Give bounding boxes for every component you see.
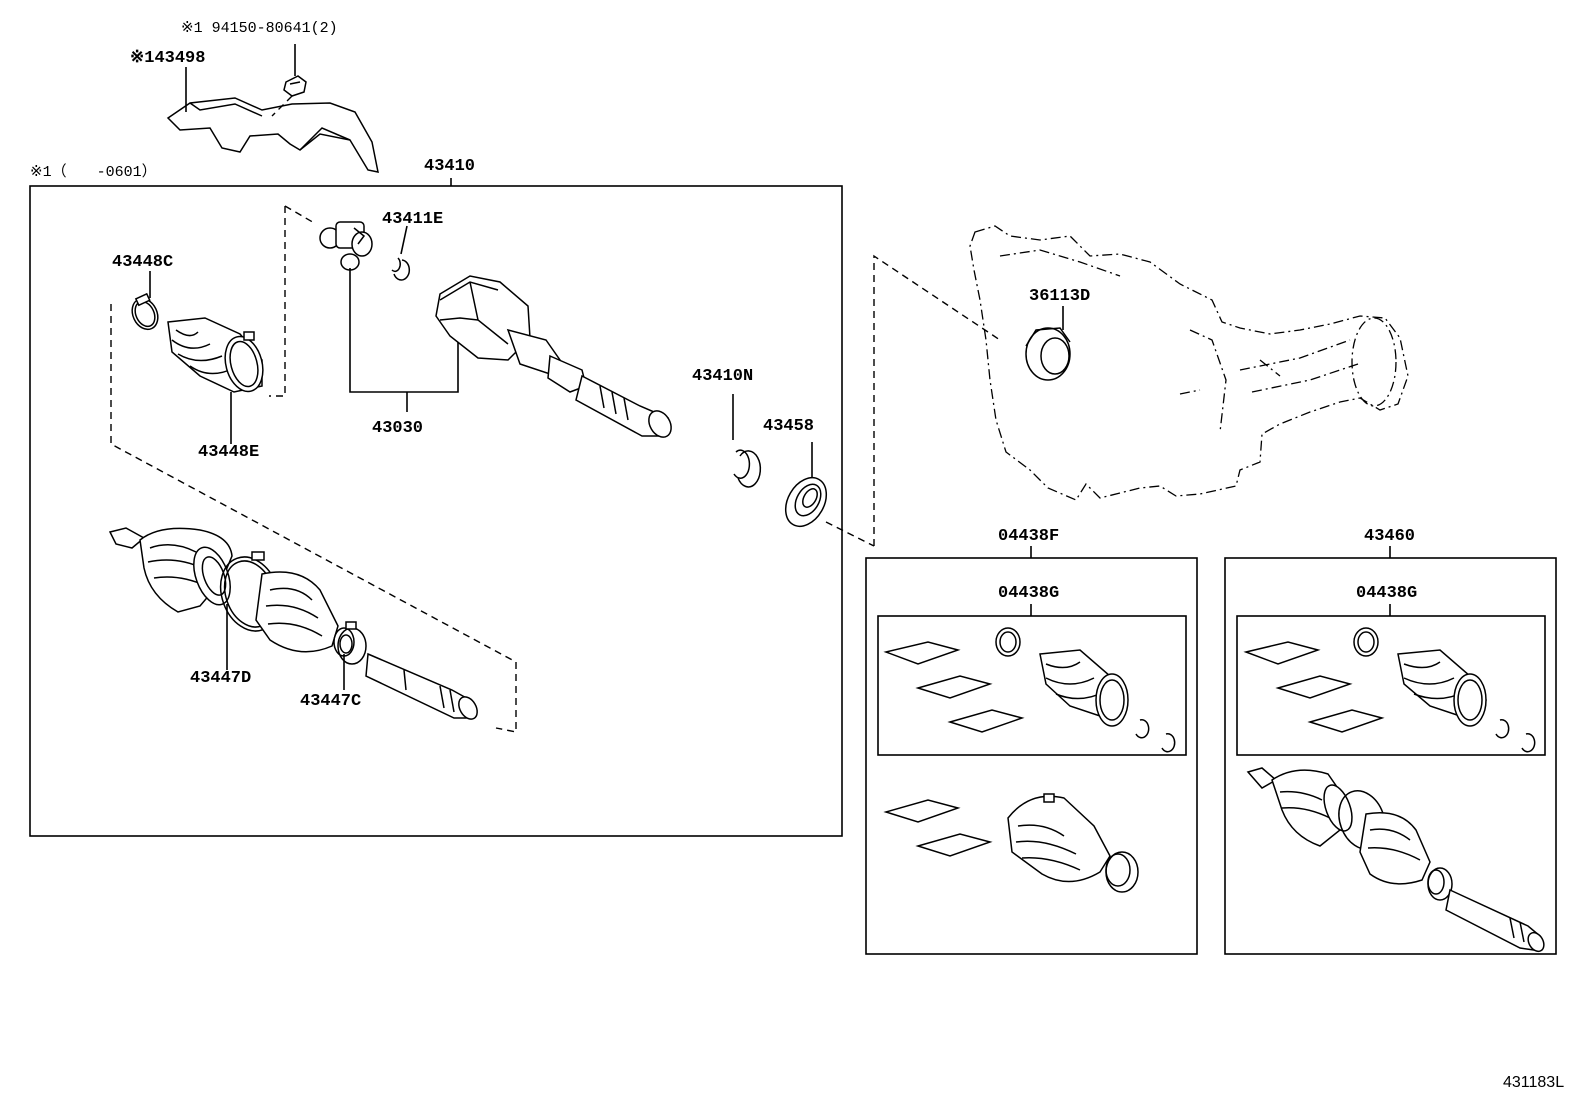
- note-serial-range: ※1（ -0601）: [30, 164, 157, 181]
- part-label-04438G-a[interactable]: 04438G: [998, 584, 1060, 603]
- tripod-joint-part: [319, 221, 373, 271]
- kit-04438G-b-contents: [1243, 627, 1536, 753]
- shield-plate-part: [166, 97, 379, 173]
- part-label-43447C[interactable]: 43447C: [300, 692, 362, 711]
- part-label-43460[interactable]: 43460: [1364, 527, 1416, 546]
- note-clip-part-number: ※1 94150-80641(2): [181, 20, 338, 37]
- kit-04438F-outboard-contents: [883, 793, 1139, 893]
- diagram-code: 431183L: [1503, 1074, 1565, 1091]
- driveshaft-assembly-part: [108, 527, 478, 720]
- part-label-36113D[interactable]: 36113D: [1029, 287, 1091, 306]
- part-label-43410[interactable]: 43410: [424, 157, 476, 176]
- kit-box-43460: [1224, 557, 1557, 955]
- clamp-43448C-part: [131, 292, 159, 331]
- transmission-housing-reference: [969, 225, 1409, 501]
- boot-inboard-part: [167, 317, 264, 393]
- part-label-43411E[interactable]: 43411E: [382, 210, 444, 229]
- snap-ring-43410N-part: [733, 449, 762, 488]
- inboard-joint-housing-part: [435, 275, 672, 438]
- seal-36113D-part: [1025, 327, 1071, 381]
- part-label-04438F[interactable]: 04438F: [998, 527, 1060, 546]
- clip-nut-part: [283, 75, 307, 97]
- part-label-43447D[interactable]: 43447D: [190, 669, 252, 688]
- kit-box-04438F: [865, 557, 1198, 955]
- oil-seal-43458-part: [784, 477, 828, 527]
- part-label-43448E[interactable]: 43448E: [198, 443, 260, 462]
- snap-ring-43411E-part: [391, 257, 411, 281]
- part-label-43030[interactable]: 43030: [372, 419, 424, 438]
- part-label-43410N[interactable]: 43410N: [692, 367, 754, 386]
- kit-inner-box-04438G-a: [877, 615, 1187, 756]
- part-label-43448C[interactable]: 43448C: [112, 253, 174, 272]
- kit-inner-box-04438G-b: [1236, 615, 1546, 756]
- kit-43460-driveshaft: [1246, 767, 1545, 953]
- kit-04438G-a-contents: [883, 627, 1176, 753]
- part-label-04438G-b[interactable]: 04438G: [1356, 584, 1418, 603]
- part-label-43458[interactable]: 43458: [763, 417, 815, 436]
- part-label-143498[interactable]: ※143498: [130, 49, 206, 68]
- assembly-box-43410: [29, 185, 843, 837]
